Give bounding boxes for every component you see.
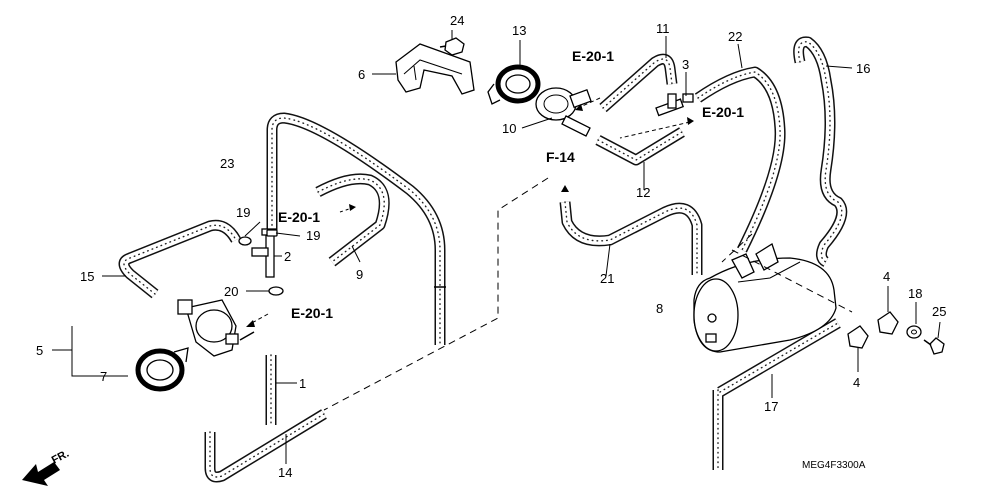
callout-15: 15 <box>80 269 94 284</box>
callout-20: 20 <box>224 284 238 299</box>
hose-23[interactable] <box>272 118 446 345</box>
callout-19-lower: 19 <box>306 228 320 243</box>
clamp-part-7[interactable] <box>135 347 189 392</box>
hose-15[interactable] <box>124 225 236 294</box>
front-label: FR. <box>50 448 71 467</box>
callout-12: 12 <box>636 185 650 200</box>
callout-6: 6 <box>358 67 365 82</box>
callout-25: 25 <box>932 304 946 319</box>
clamp-part-13[interactable] <box>487 64 541 105</box>
diagram-code: MEG4F3300A <box>802 460 866 471</box>
bolt-part-25[interactable] <box>923 337 945 355</box>
callout-10: 10 <box>502 121 516 136</box>
callout-21: 21 <box>600 271 614 286</box>
leader-lines <box>52 30 941 464</box>
callout-8: 8 <box>656 301 663 316</box>
solenoid-valve-part-5[interactable] <box>177 299 255 357</box>
callout-5: 5 <box>36 343 43 358</box>
tube-joint-part-3[interactable] <box>655 93 694 117</box>
reference-e20-left-upper: E-20-1 <box>278 209 320 225</box>
callout-18: 18 <box>908 286 922 301</box>
hose-11[interactable] <box>603 59 672 108</box>
washer-part-18[interactable] <box>906 325 922 339</box>
canister-part-8[interactable] <box>693 243 837 353</box>
callout-24: 24 <box>450 13 464 28</box>
callout-22: 22 <box>728 29 742 44</box>
callout-4-upper: 4 <box>883 269 890 284</box>
clip-part-19-lower[interactable] <box>266 229 278 237</box>
reference-e20-top: E-20-1 <box>572 48 614 64</box>
callout-7: 7 <box>100 369 107 384</box>
callout-19-upper: 19 <box>236 205 250 220</box>
bracket-part-6[interactable] <box>395 43 475 95</box>
front-direction-arrow-icon: FR. <box>22 448 71 486</box>
hose-16[interactable] <box>799 42 842 262</box>
callout-16: 16 <box>856 61 870 76</box>
rubber-mount-part-4-upper[interactable] <box>877 311 899 335</box>
callout-3: 3 <box>682 57 689 72</box>
bolt-part-24[interactable] <box>439 37 465 56</box>
hose-22[interactable] <box>698 72 780 250</box>
callout-2: 2 <box>284 249 291 264</box>
callout-11: 11 <box>656 21 670 36</box>
hose-21[interactable] <box>565 202 697 275</box>
hose-12[interactable] <box>598 132 682 160</box>
callout-17: 17 <box>764 399 778 414</box>
hose-9[interactable] <box>318 179 384 262</box>
callout-1: 1 <box>299 376 306 391</box>
reference-e20-left-lower: E-20-1 <box>291 305 333 321</box>
callout-14: 14 <box>278 465 292 480</box>
rubber-mount-part-4-lower[interactable] <box>847 325 869 349</box>
callout-4-lower: 4 <box>853 375 860 390</box>
reference-e20-right: E-20-1 <box>702 104 744 120</box>
reference-f14: F-14 <box>546 149 575 165</box>
clip-part-20[interactable] <box>268 286 284 296</box>
callout-9: 9 <box>356 267 363 282</box>
callout-23: 23 <box>220 156 234 171</box>
callout-13: 13 <box>512 23 526 38</box>
control-valve-part-10[interactable] <box>535 87 592 137</box>
clip-part-19-upper[interactable] <box>238 236 252 246</box>
reference-arrows <box>246 97 694 327</box>
